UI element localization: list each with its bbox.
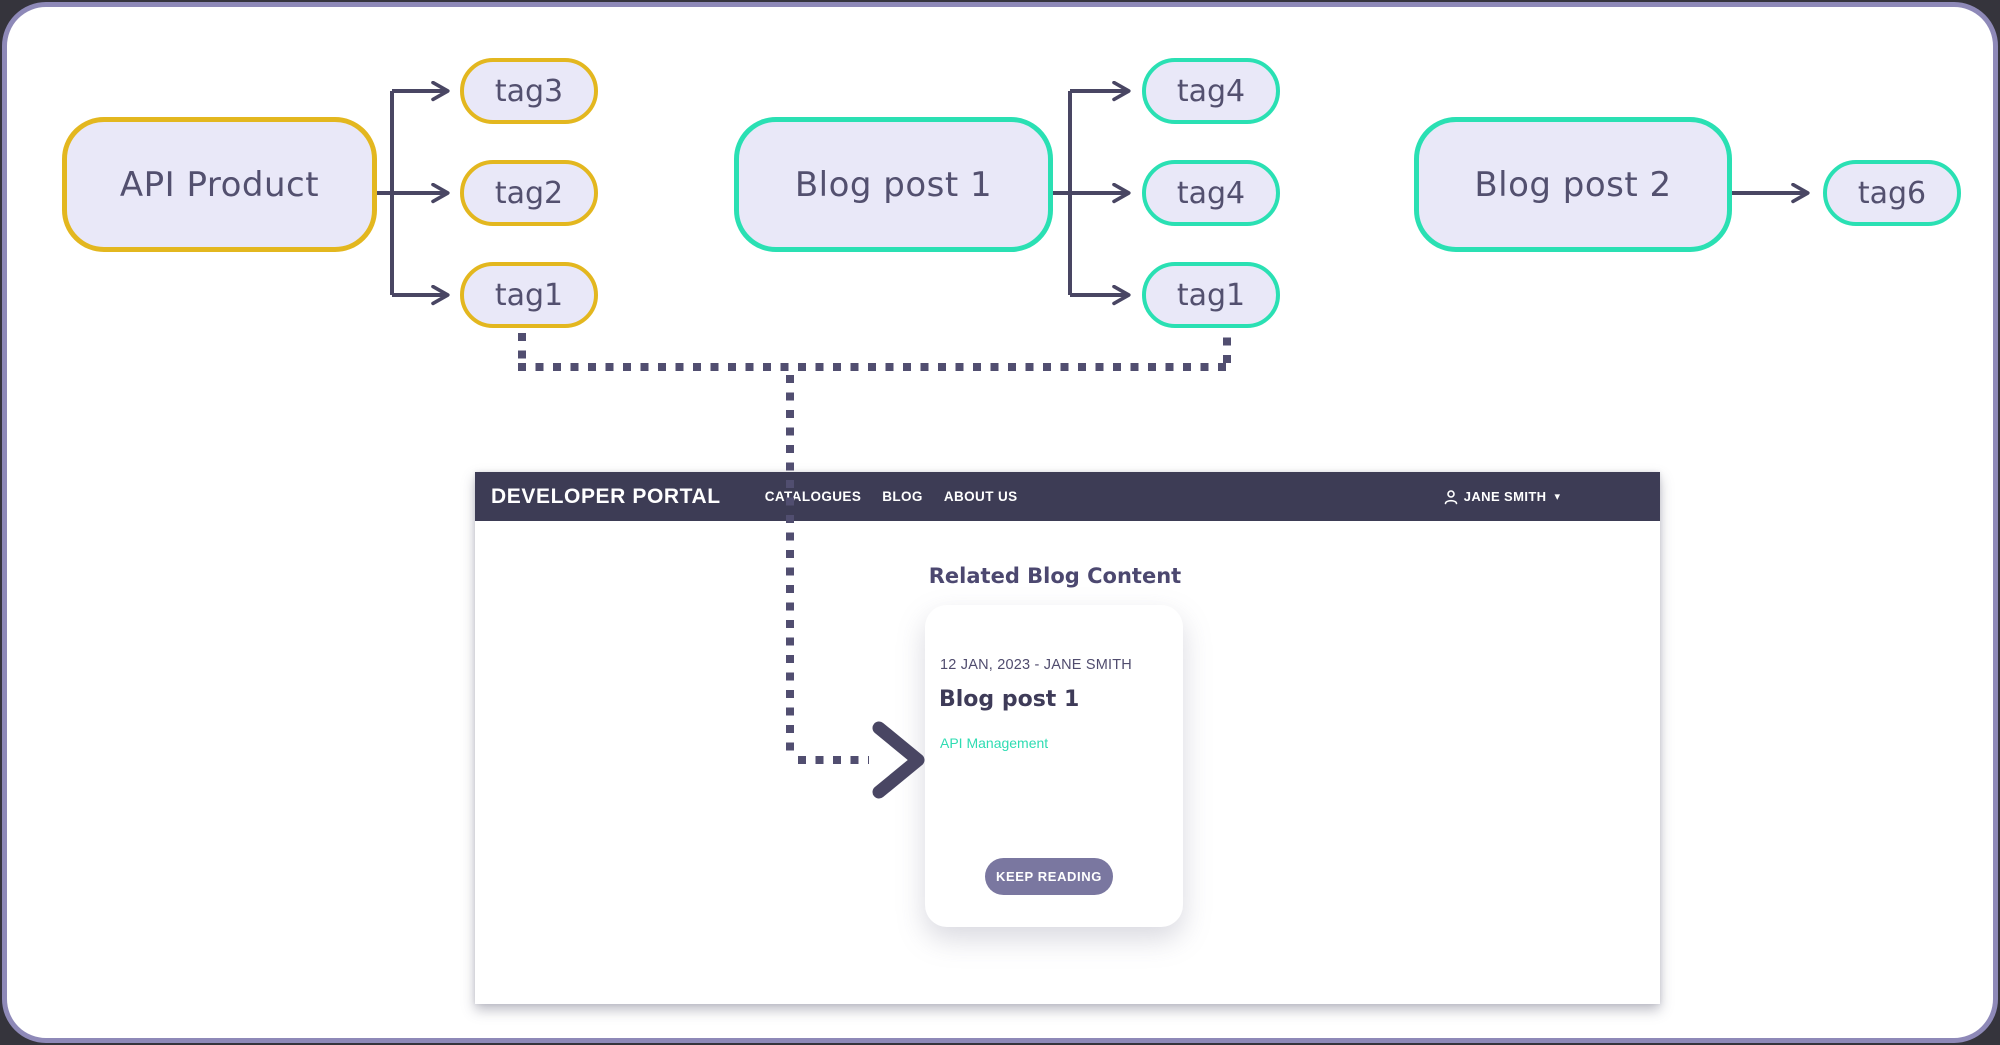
- node-blog-post-1: Blog post 1: [734, 117, 1053, 252]
- tag-pill-tag2: tag2: [460, 160, 598, 226]
- section-title: Related Blog Content: [928, 564, 1182, 588]
- nav-item-catalogues[interactable]: CATALOGUES: [764, 489, 862, 504]
- node-api-product: API Product: [62, 117, 377, 252]
- keep-reading-button[interactable]: KEEP READING: [985, 858, 1113, 895]
- card-tag-link[interactable]: API Management: [940, 735, 1049, 751]
- portal-nav: CATALOGUES BLOG ABOUT US: [765, 489, 1018, 504]
- chevron-down-icon: ▾: [1554, 491, 1560, 503]
- tag-pill-tag1-yellow: tag1: [460, 262, 598, 328]
- blog-post-card[interactable]: 12 JAN, 2023 - JANE SMITH Blog post 1 AP…: [925, 605, 1183, 927]
- node-blog-post-2: Blog post 2: [1414, 117, 1732, 252]
- tag-pill-tag4-b: tag4: [1142, 160, 1280, 226]
- nav-item-about-us[interactable]: ABOUT US: [943, 489, 1018, 504]
- portal-brand: DEVELOPER PORTAL: [491, 484, 721, 508]
- tag-pill-tag6: tag6: [1823, 160, 1961, 226]
- blog1-connectors: [1053, 91, 1128, 295]
- tag-pill-tag4-a: tag4: [1142, 58, 1280, 124]
- card-meta: 12 JAN, 2023 - JANE SMITH: [940, 657, 1132, 673]
- nav-item-blog[interactable]: BLOG: [882, 489, 923, 504]
- developer-portal-window: DEVELOPER PORTAL CATALOGUES BLOG ABOUT U…: [475, 472, 1660, 1004]
- portal-header: DEVELOPER PORTAL CATALOGUES BLOG ABOUT U…: [475, 472, 1660, 521]
- api-product-connectors: [377, 91, 447, 295]
- tag-pill-tag3: tag3: [460, 58, 598, 124]
- tag-pill-tag1-teal: tag1: [1142, 262, 1280, 328]
- user-menu[interactable]: JANE SMITH ▾: [1443, 489, 1560, 505]
- user-name: JANE SMITH: [1463, 489, 1547, 504]
- card-title: Blog post 1: [939, 687, 1080, 712]
- user-icon: [1443, 489, 1459, 505]
